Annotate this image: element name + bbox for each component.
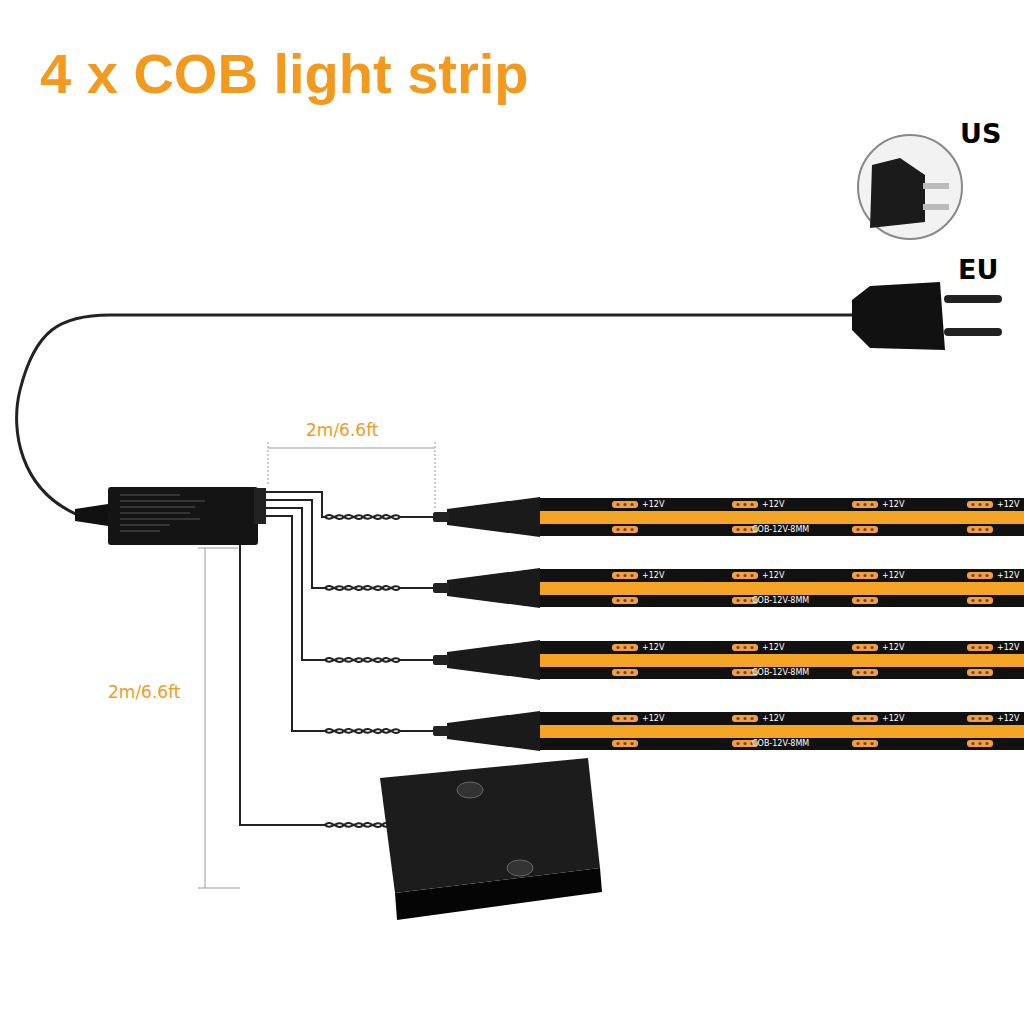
eu-plug xyxy=(852,282,1002,350)
power-supply xyxy=(108,487,266,545)
polarity-mark: +12V xyxy=(997,643,1019,652)
dimension-label: 2m/6.6ft xyxy=(108,682,181,702)
polarity-mark: +12V xyxy=(762,500,784,509)
strip-model: COB-12V-8MM xyxy=(752,739,809,748)
strip-model: COB-12V-8MM xyxy=(752,525,809,534)
polarity-mark: +12V xyxy=(997,500,1019,509)
title: 4 x COB light strip xyxy=(40,42,529,106)
polarity-mark: +12V xyxy=(762,714,784,723)
polarity-mark: +12V xyxy=(882,500,904,509)
polarity-mark: +12V xyxy=(997,714,1019,723)
polarity-mark: +12V xyxy=(642,500,664,509)
strip-model: COB-12V-8MM xyxy=(752,596,809,605)
sensor-switch xyxy=(380,758,602,920)
polarity-mark: +12V xyxy=(997,571,1019,580)
plug-label: EU xyxy=(958,254,998,285)
plug-label: US xyxy=(960,118,1001,149)
polarity-mark: +12V xyxy=(762,643,784,652)
polarity-mark: +12V xyxy=(642,571,664,580)
polarity-mark: +12V xyxy=(882,571,904,580)
strip-model: COB-12V-8MM xyxy=(752,668,809,677)
polarity-mark: +12V xyxy=(762,571,784,580)
polarity-mark: +12V xyxy=(642,643,664,652)
polarity-mark: +12V xyxy=(882,714,904,723)
polarity-mark: +12V xyxy=(882,643,904,652)
dimension-label: 2m/6.6ft xyxy=(306,420,379,440)
us-plug xyxy=(858,135,962,239)
polarity-mark: +12V xyxy=(642,714,664,723)
